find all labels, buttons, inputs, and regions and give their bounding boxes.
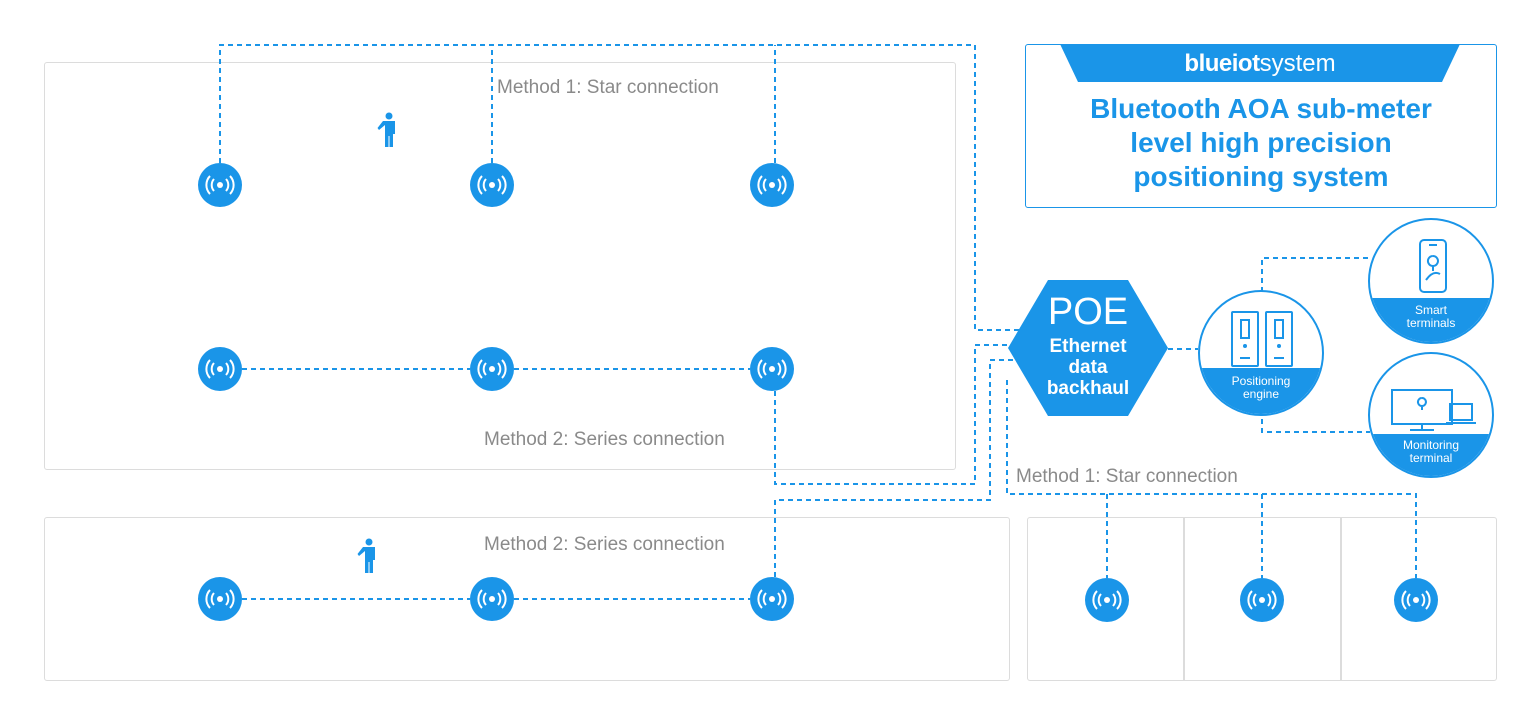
star-bus-line [219, 44, 1025, 331]
brand-logo: blueiotsystem [1060, 50, 1460, 78]
series-return-line [774, 359, 1020, 577]
bluetooth-anchor-icon [470, 577, 514, 621]
monitor-label: terminal [1409, 451, 1453, 465]
brand-name-bold: blueiot [1184, 50, 1260, 77]
bluetooth-anchor-icon [750, 163, 794, 207]
phone-icon [1419, 239, 1447, 293]
poe-hexagon [1008, 280, 1168, 416]
bluetooth-anchor-icon [198, 577, 242, 621]
area-top-left [44, 62, 956, 470]
terminal-line [1261, 257, 1370, 292]
star-bus-line [1006, 380, 1417, 578]
monitor-icon [1391, 389, 1476, 431]
brand-name-light: system [1259, 50, 1336, 77]
label-star-right: Method 1: Star connection [1016, 466, 1238, 487]
engine-label: engine [1242, 387, 1280, 401]
label-series-bottom: Method 2: Series connection [484, 534, 725, 555]
poe-title: POE [1047, 291, 1129, 333]
label-series-top: Method 2: Series connection [484, 429, 725, 450]
server-icon [1231, 311, 1293, 367]
poe-line: data [1068, 357, 1108, 378]
smart-label: terminals [1406, 316, 1456, 330]
poe-line: Ethernet [1049, 336, 1127, 357]
bluetooth-anchor-icon [1394, 578, 1438, 622]
title-line: Bluetooth AOA sub-meter [1090, 93, 1432, 124]
engine-label: Positioning [1231, 374, 1291, 388]
person-icon [377, 112, 395, 147]
title-line: level high precision [1130, 127, 1392, 158]
smart-terminals: Smart terminals [1368, 218, 1494, 344]
person-icon [357, 538, 375, 573]
bluetooth-anchor-icon [750, 347, 794, 391]
smart-label: Smart [1414, 303, 1447, 317]
positioning-engine: Positioning engine [1198, 290, 1324, 416]
bluetooth-anchor-icon [470, 163, 514, 207]
monitor-label: Monitoring [1402, 438, 1460, 452]
bluetooth-anchor-icon [1085, 578, 1129, 622]
terminal-line [1261, 410, 1370, 433]
title-line: positioning system [1133, 161, 1389, 192]
bluetooth-anchor-icon [470, 347, 514, 391]
bluetooth-anchor-icon [750, 577, 794, 621]
page-title: Bluetooth AOA sub-meter level high preci… [1030, 92, 1492, 194]
bluetooth-anchor-icon [1240, 578, 1284, 622]
brand-banner [1060, 44, 1460, 82]
label-star-top: Method 1: Star connection [497, 77, 719, 98]
series-return-line [774, 344, 1020, 485]
room-divider [1340, 518, 1342, 680]
bluetooth-anchor-icon [198, 347, 242, 391]
monitoring-terminal: Monitoring terminal [1368, 352, 1494, 478]
poe-line: backhaul [1046, 378, 1130, 399]
room-divider [1183, 518, 1185, 680]
bluetooth-anchor-icon [198, 163, 242, 207]
